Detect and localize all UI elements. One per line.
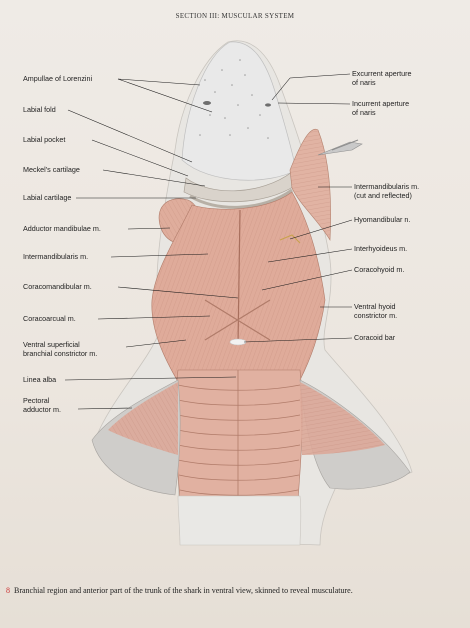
coracoid-bar — [229, 338, 247, 346]
label-labial-pocket: Labial pocket — [23, 135, 66, 144]
midline — [237, 209, 241, 346]
label-intermandibularis-cut: Intermandibularis m. (cut and reflected) — [354, 182, 420, 200]
caption-text: Branchial region and anterior part of th… — [14, 586, 353, 595]
label-coracohyoid: Coracohyoid m. — [354, 265, 405, 274]
label-hyomandibular-nerve: Hyomandibular n. — [354, 215, 411, 224]
lower-trunk-skin — [177, 495, 302, 546]
label-labial-cartilage: Labial cartilage — [23, 193, 72, 202]
label-labial-fold: Labial fold — [23, 105, 56, 114]
label-coracoid-bar: Coracoid bar — [354, 333, 396, 342]
figure-caption: 8 Branchial region and anterior part of … — [6, 586, 468, 595]
label-meckels-cartilage: Meckel's cartilage — [23, 165, 80, 174]
figure-number: 8 — [6, 586, 10, 595]
dissecting-probe — [317, 141, 363, 156]
label-adductor-mandibulae: Adductor mandibulae m. — [23, 224, 101, 233]
label-interhyoideus: Interhyoideus m. — [354, 244, 408, 253]
section-header: SECTION III: MUSCULAR SYSTEM — [175, 12, 295, 20]
hyomandibular-nerve — [279, 234, 301, 244]
label-intermandibularis: Intermandibularis m. — [23, 252, 89, 261]
right-naris — [265, 103, 271, 107]
lower-jaw-cartilage — [189, 188, 293, 209]
label-ventral-hyoid-constrictor: Ventral hyoid constrictor m. — [354, 302, 398, 320]
label-incurrent-aperture: Incurrent aperture of naris — [352, 99, 410, 117]
label-coracoarcual: Coracoarcual m. — [23, 314, 76, 323]
label-ampullae-of-lorenzini: Ampullae of Lorenzini — [23, 74, 93, 83]
left-naris — [203, 101, 211, 105]
ampullae-dots — [199, 59, 269, 139]
label-pectoral-adductor: Pectoral adductor m. — [23, 396, 61, 414]
label-linea-alba: Linea alba — [23, 375, 57, 384]
leader-lines — [64, 73, 353, 410]
label-ventral-superficial-branchial-constrictor: Ventral superficial branchial constricto… — [23, 340, 98, 358]
label-excurrent-aperture: Excurrent aperture of naris — [352, 69, 412, 87]
label-coracomandibular: Coracomandibular m. — [23, 282, 92, 291]
snout-skin — [181, 41, 297, 181]
